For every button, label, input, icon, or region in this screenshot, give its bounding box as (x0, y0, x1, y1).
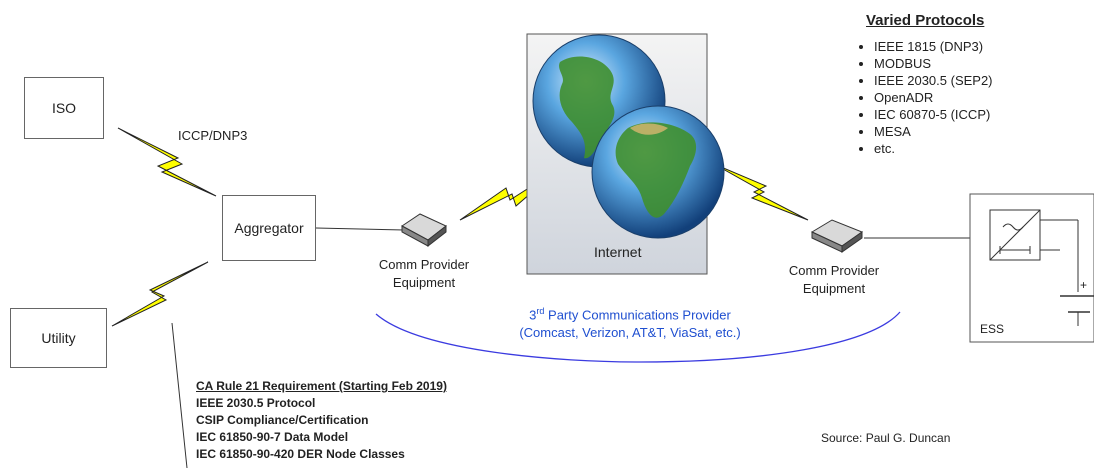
provider-line2: (Comcast, Verizon, AT&T, ViaSat, etc.) (519, 325, 741, 341)
aggregator-node: Aggregator (222, 195, 316, 261)
protocol-item: MODBUS (874, 55, 993, 72)
requirements-bracket-line (171, 322, 188, 469)
globe-africa-icon (591, 105, 725, 239)
comm-provider-right-label: Comm Provider Equipment (778, 262, 890, 298)
protocol-item: etc. (874, 140, 993, 157)
source-credit: Source: Paul G. Duncan (821, 431, 951, 445)
utility-label: Utility (41, 330, 76, 346)
iso-node: ISO (24, 77, 104, 139)
comm-left-line1: Comm Provider (378, 257, 470, 272)
comm-right-line2: Equipment (802, 281, 866, 296)
requirements-list: CA Rule 21 Requirement (Starting Feb 201… (196, 378, 447, 463)
battery-plus-sign: + (1080, 278, 1088, 292)
provider-arc (375, 311, 901, 363)
internet-label: Internet (594, 244, 642, 260)
aggregator-to-comm-left-line (315, 227, 405, 231)
lightning-internet-comm-icon (713, 163, 809, 221)
protocols-title: Varied Protocols (866, 12, 985, 29)
provider-label: 3rd Party Communications Provider (Comca… (470, 302, 790, 342)
requirement-item: IEC 61850-90-7 Data Model (196, 430, 349, 444)
protocol-item: IEEE 2030.5 (SEP2) (874, 72, 993, 89)
protocols-list: IEEE 1815 (DNP3) MODBUS IEEE 2030.5 (SEP… (854, 38, 993, 157)
protocol-item: IEEE 1815 (DNP3) (874, 38, 993, 55)
lightning-utility-aggregator-icon (111, 261, 209, 327)
requirement-item: CSIP Compliance/Certification (196, 413, 369, 427)
aggregator-label: Aggregator (234, 220, 304, 236)
protocol-item: MESA (874, 123, 993, 140)
requirement-item: CA Rule 21 Requirement (Starting Feb 201… (196, 379, 447, 393)
requirement-item: IEEE 2030.5 Protocol (196, 396, 316, 410)
iso-label: ISO (51, 100, 77, 116)
comm-provider-left-device-icon (401, 213, 447, 248)
lightning-iso-aggregator-icon (117, 127, 217, 197)
comm-provider-right-device-icon (810, 219, 864, 253)
ess-label: ESS (980, 322, 1005, 336)
provider-line1: 3rd Party Communications Provider (529, 306, 731, 323)
iso-link-label: ICCP/DNP3 (178, 128, 248, 143)
comm-right-line1: Comm Provider (788, 263, 880, 278)
protocol-item: OpenADR (874, 89, 993, 106)
requirement-item: IEC 61850-90-420 DER Node Classes (196, 447, 405, 461)
ess-group (969, 193, 1094, 343)
comm-left-line2: Equipment (392, 275, 456, 290)
comm-provider-left-label: Comm Provider Equipment (368, 256, 480, 292)
utility-node: Utility (10, 308, 107, 368)
protocol-item: IEC 60870-5 (ICCP) (874, 106, 993, 123)
